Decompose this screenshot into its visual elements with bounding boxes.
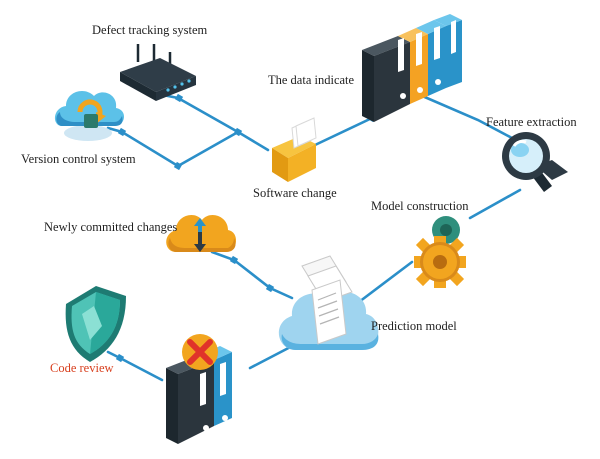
magnifier-icon <box>502 132 568 192</box>
connector-dot <box>174 93 184 103</box>
binders-icon <box>362 14 462 122</box>
label-model-construction: Model construction <box>371 199 469 213</box>
label-newly-committed: Newly committed changes <box>44 220 177 234</box>
connector-feature-to-model <box>468 188 522 220</box>
gears-icon <box>414 216 466 288</box>
labels: Defect tracking system The data indicate… <box>21 23 577 375</box>
connector-folder-to-data <box>313 116 374 147</box>
label-feature-extraction: Feature extraction <box>486 115 577 129</box>
cloud-document-icon <box>278 255 379 350</box>
connector-dot <box>117 127 127 137</box>
cloud-sync-icon <box>54 91 125 141</box>
label-code-review: Code review <box>50 361 114 375</box>
connector-data-to-feature <box>418 93 514 140</box>
cloud-exchange-icon <box>166 215 237 252</box>
connector-dot <box>233 127 243 137</box>
label-defect-tracking: Defect tracking system <box>92 23 208 37</box>
label-software-change: Software change <box>253 186 337 200</box>
connector-dot <box>173 161 183 171</box>
folder-icon <box>272 117 317 182</box>
connector-dot <box>229 255 239 265</box>
router-icon <box>120 44 196 101</box>
connector-result-to-codereview <box>106 350 164 382</box>
connector-dot <box>265 283 275 293</box>
label-version-control: Version control system <box>21 152 136 166</box>
label-data-indicate: The data indicate <box>268 73 355 87</box>
connectors <box>106 91 522 382</box>
connector-dot <box>115 353 125 363</box>
connector-versioncontrol-to-folder <box>106 126 240 168</box>
connector-model-to-prediction <box>353 260 414 307</box>
binders-reject-icon <box>166 334 232 444</box>
label-prediction-model: Prediction model <box>371 319 457 333</box>
shield-icon <box>65 286 126 362</box>
connector-router-to-folder <box>151 91 270 152</box>
connector-newly-to-prediction <box>210 250 294 300</box>
